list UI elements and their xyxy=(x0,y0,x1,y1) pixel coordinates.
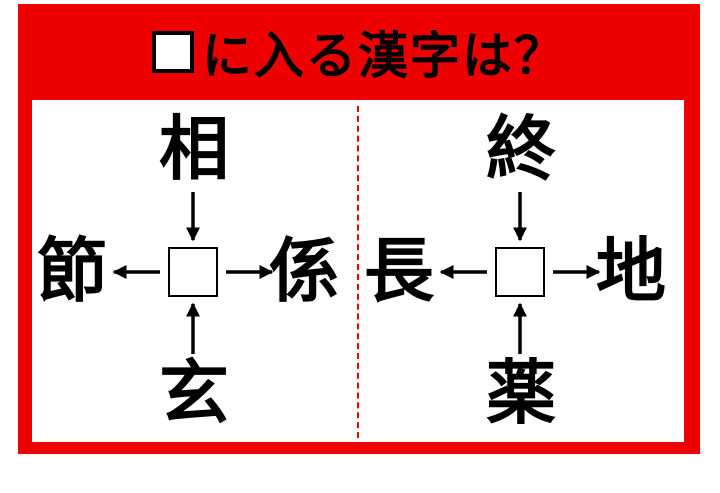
puzzle-left: 相 節 係 玄 xyxy=(32,100,357,442)
puzzle-panel: 相 節 係 玄 終 長 地 薬 xyxy=(32,100,684,442)
answer-box[interactable] xyxy=(168,247,218,297)
arrows xyxy=(112,192,274,354)
puzzle-right: 終 長 地 薬 xyxy=(359,100,684,442)
kanji-top: 相 xyxy=(159,108,229,190)
kanji-bottom: 薬 xyxy=(486,352,556,434)
kanji-left: 節 xyxy=(37,230,107,312)
kanji-right: 地 xyxy=(596,230,666,312)
puzzle-frame: に入る漢字は？ 相 節 係 玄 終 長 xyxy=(18,4,700,454)
kanji-bottom: 玄 xyxy=(159,352,229,434)
title-text: に入る漢字は？ xyxy=(202,27,566,85)
arrows xyxy=(439,192,601,354)
answer-box[interactable] xyxy=(495,247,545,297)
kanji-left: 長 xyxy=(364,230,434,312)
page-title: に入る漢字は？ xyxy=(18,4,700,100)
dashed-divider xyxy=(357,106,359,438)
blank-square-icon xyxy=(152,31,194,73)
kanji-right: 係 xyxy=(269,230,339,312)
kanji-top: 終 xyxy=(486,108,556,190)
